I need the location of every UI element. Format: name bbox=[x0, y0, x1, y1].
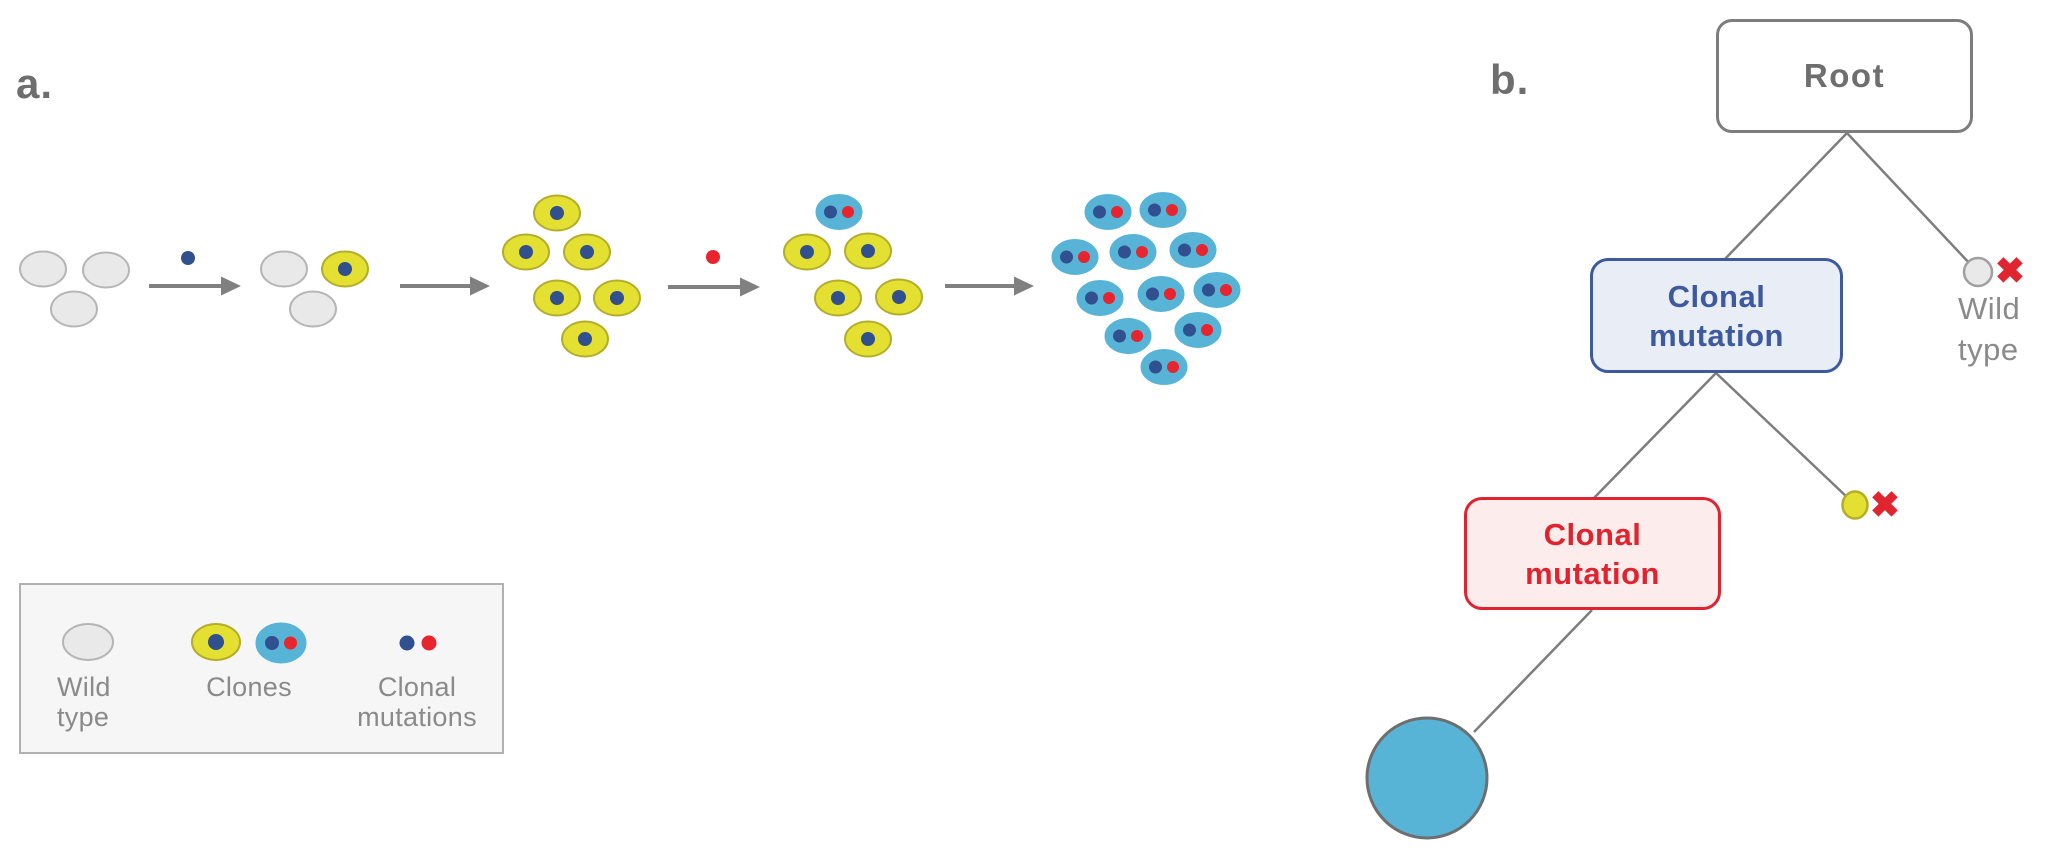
clonal-mutation-1-line2: mutation bbox=[1649, 317, 1784, 353]
blue-mutation-dot bbox=[1060, 250, 1073, 264]
panel-b-label: b. bbox=[1490, 56, 1530, 103]
clone2-cell bbox=[1193, 272, 1241, 308]
blue-mutation-dot bbox=[181, 251, 195, 265]
wild-type-label-line1: Wild bbox=[1958, 291, 2021, 326]
blue-mutation-dot bbox=[861, 244, 875, 258]
blue-mutation-dot bbox=[580, 245, 594, 259]
blue-mutation-dot bbox=[824, 205, 837, 219]
red-mutation-dot bbox=[1131, 330, 1143, 342]
wild-type-node-label: Wild type bbox=[1958, 288, 2020, 370]
clone2-cell bbox=[815, 194, 863, 230]
red-mutation-dot bbox=[1201, 324, 1213, 336]
tree-edge bbox=[1846, 132, 1973, 267]
blue-mutation-dot bbox=[861, 332, 875, 346]
clonal-mutation-1-line1: Clonal bbox=[1667, 278, 1766, 314]
clone2-cell bbox=[1169, 232, 1217, 268]
arrow-head bbox=[470, 276, 490, 296]
tree-edge bbox=[1592, 372, 1717, 500]
tree-node-clonal-mutation-1: Clonal mutation bbox=[1590, 258, 1843, 373]
clonal-mutation-2-line2: mutation bbox=[1525, 555, 1660, 591]
blue-mutation-dot bbox=[265, 636, 279, 650]
blue-mutation-dot bbox=[578, 332, 592, 346]
wild-type-cell bbox=[289, 290, 337, 328]
blue-mutation-dot bbox=[519, 245, 533, 259]
blue-mutation-dot bbox=[1178, 243, 1191, 257]
red-mutation-dot bbox=[1220, 284, 1232, 296]
wild-type-cell bbox=[62, 623, 114, 661]
blue-mutation-dot bbox=[892, 290, 906, 304]
clone2-cell bbox=[1140, 349, 1188, 385]
blue-mutation-dot bbox=[208, 634, 224, 650]
blue-mutation-dot bbox=[1148, 203, 1161, 217]
red-mutation-dot bbox=[842, 206, 854, 218]
wild-type-cell bbox=[19, 250, 67, 288]
clone2-cell bbox=[255, 622, 307, 664]
blue-mutation-dot bbox=[831, 291, 845, 305]
blue-mutation-dot bbox=[1146, 287, 1159, 301]
tree-edge bbox=[1723, 132, 1848, 261]
surviving-clone2-node bbox=[1365, 716, 1489, 840]
blue-mutation-dot bbox=[1183, 323, 1196, 337]
clonal-mutation-2-line1: Clonal bbox=[1543, 516, 1642, 552]
panel-a-label: a. bbox=[16, 60, 54, 107]
clone2-cell bbox=[1084, 194, 1132, 230]
red-mutation-dot bbox=[421, 635, 437, 651]
x-mark-icon: ✖ bbox=[1869, 484, 1901, 526]
arrow-head bbox=[1014, 276, 1034, 296]
clone2-cell bbox=[1076, 280, 1124, 316]
blue-mutation-dot bbox=[338, 262, 352, 276]
blue-mutation-dot bbox=[1093, 205, 1106, 219]
legend-box bbox=[19, 583, 504, 754]
blue-mutation-dot bbox=[1149, 360, 1162, 374]
blue-mutation-dot bbox=[800, 245, 814, 259]
red-mutation-dot bbox=[1196, 244, 1208, 256]
blue-mutation-dot bbox=[399, 635, 415, 651]
red-mutation-dot bbox=[1136, 246, 1148, 258]
red-mutation-dot bbox=[706, 250, 720, 264]
blue-mutation-dot bbox=[1113, 329, 1126, 343]
clone2-cell bbox=[1051, 239, 1099, 275]
legend-label-wild-type: Wild type bbox=[57, 672, 111, 732]
blue-mutation-dot bbox=[550, 291, 564, 305]
blue-mutation-dot bbox=[1085, 291, 1098, 305]
red-mutation-dot bbox=[1164, 288, 1176, 300]
wild-type-node bbox=[1962, 256, 1994, 288]
wild-type-label-line2: type bbox=[1958, 332, 2019, 367]
arrow-head bbox=[740, 277, 760, 297]
arrow-head bbox=[221, 276, 241, 296]
blue-mutation-dot bbox=[550, 206, 564, 220]
red-mutation-dot bbox=[1078, 251, 1090, 263]
tree-node-clonal-mutation-2: Clonal mutation bbox=[1464, 497, 1721, 610]
clone2-cell bbox=[1104, 318, 1152, 354]
blue-mutation-dot bbox=[1118, 245, 1131, 259]
blue-mutation-dot bbox=[610, 291, 624, 305]
clone2-cell bbox=[1137, 276, 1185, 312]
red-mutation-dot bbox=[1111, 206, 1123, 218]
extinct-clone1-node bbox=[1841, 490, 1869, 520]
root-label: Root bbox=[1803, 57, 1886, 94]
clone2-cell bbox=[1174, 312, 1222, 348]
legend-label-clonal-mutations: Clonal mutations bbox=[357, 672, 477, 732]
legend-label-clones: Clones bbox=[206, 672, 292, 702]
tree-edge bbox=[1715, 372, 1849, 499]
tree-edge bbox=[1473, 609, 1593, 733]
red-mutation-dot bbox=[1166, 204, 1178, 216]
clone2-cell bbox=[1109, 234, 1157, 270]
wild-type-cell bbox=[82, 251, 130, 289]
wild-type-cell bbox=[260, 250, 308, 288]
clone2-cell bbox=[1139, 192, 1187, 228]
tree-node-root: Root bbox=[1716, 19, 1973, 133]
blue-mutation-dot bbox=[1202, 283, 1215, 297]
red-mutation-dot bbox=[1103, 292, 1115, 304]
x-mark-icon: ✖ bbox=[1994, 250, 2026, 292]
red-mutation-dot bbox=[284, 636, 297, 650]
red-mutation-dot bbox=[1167, 361, 1179, 373]
wild-type-cell bbox=[50, 290, 98, 328]
